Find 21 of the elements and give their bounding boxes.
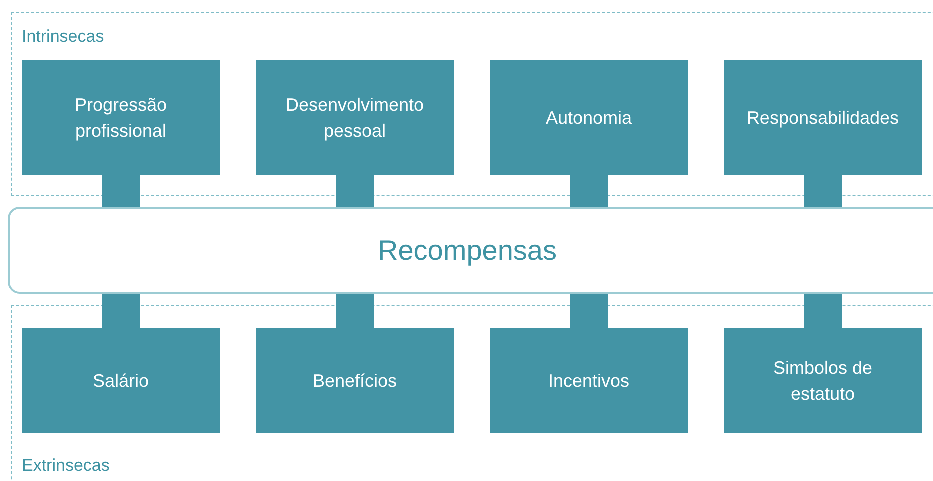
connector-bar <box>570 175 608 207</box>
connector-bar <box>102 175 140 207</box>
connector-bar <box>804 294 842 328</box>
category-box: Autonomia <box>490 60 688 175</box>
dashed-group <box>11 12 933 196</box>
connector-bar <box>804 175 842 207</box>
dashed-group <box>11 305 933 481</box>
central-band: Recompensas <box>8 207 933 294</box>
category-box: Progressão profissional <box>22 60 220 175</box>
connector-bar <box>570 294 608 328</box>
connector-bar <box>336 294 374 328</box>
group-heading: Extrinsecas <box>22 456 110 476</box>
category-box: Responsabilidades <box>724 60 922 175</box>
category-box: Benefícios <box>256 328 454 433</box>
connector-bar <box>102 294 140 328</box>
group-heading: Intrinsecas <box>22 27 104 47</box>
category-box: Desenvolvimento pessoal <box>256 60 454 175</box>
category-box: Salário <box>22 328 220 433</box>
connector-bar <box>336 175 374 207</box>
category-box: Simbolos de estatuto <box>724 328 922 433</box>
category-box: Incentivos <box>490 328 688 433</box>
